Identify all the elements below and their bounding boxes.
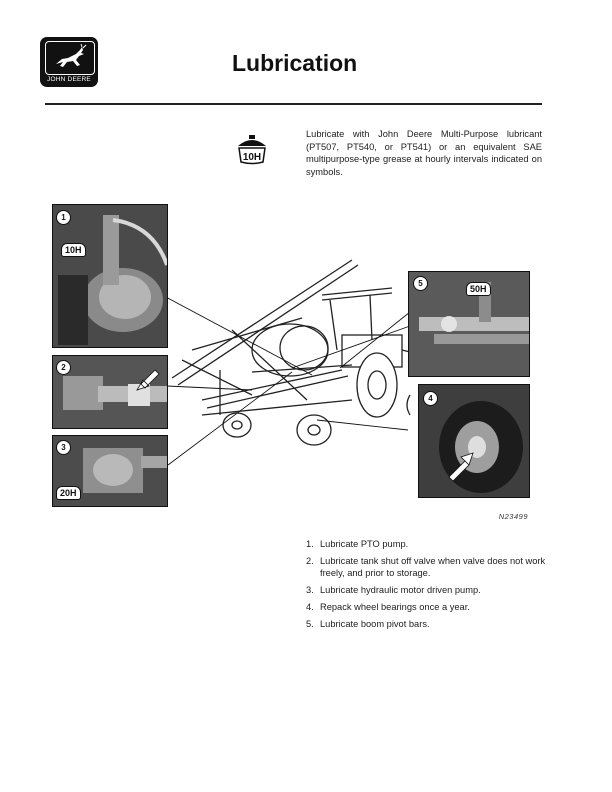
lubrication-steps-list: 1. Lubricate PTO pump. 2. Lubricate tank s… [306, 538, 546, 634]
step-number: 1. [306, 539, 314, 549]
page-title: Lubrication [232, 50, 358, 76]
interval-badge-3: 20H [56, 486, 81, 500]
list-item: 5. Lubricate boom pivot bars. [306, 618, 546, 631]
header-divider [45, 103, 542, 105]
step-text: Lubricate boom pivot bars. [320, 618, 430, 629]
figure-code: N23499 [498, 512, 528, 521]
intro-paragraph: Lubricate with John Deere Multi-Purpose … [306, 129, 542, 177]
callout-3: 3 [56, 440, 71, 455]
step-number: 4. [306, 601, 314, 612]
wheel-bearing-photo-art [419, 385, 529, 497]
shutoff-valve-photo-art [53, 356, 167, 428]
logo-brand-text: JOHN DEERE [47, 76, 91, 83]
callout-2: 2 [56, 360, 71, 375]
step-text: Lubricate tank shut off valve when valve… [320, 555, 546, 579]
list-item: 4. Repack wheel bearings once a year. [306, 601, 546, 614]
callout-5: 5 [413, 276, 428, 291]
step-number: 3. [306, 585, 314, 596]
callout-1: 1 [56, 210, 71, 225]
john-deere-logo: JOHN DEERE [40, 37, 98, 87]
interval-badge-5: 50H [466, 282, 491, 296]
step-text: Lubricate hydraulic motor driven pump. [320, 585, 481, 596]
list-item: 2. Lubricate tank shut off valve when val… [306, 555, 546, 580]
step-text: Repack wheel bearings once a year. [320, 601, 470, 612]
lubrication-points-figure: 1 10H 2 3 20H 5 50 [52, 200, 542, 525]
photo-pto-pump: 1 10H [52, 204, 168, 348]
sprayer-tractor-drawing [133, 259, 423, 466]
pto-pump-photo-art [53, 205, 167, 347]
photo-wheel-bearing: 4 [418, 384, 530, 498]
step-number: 5. [306, 618, 314, 629]
deer-emblem [45, 41, 95, 75]
interval-symbol-label: 10H [243, 152, 261, 163]
leaping-deer-icon [56, 43, 87, 67]
lubrication-interval-symbol: 10H [232, 132, 272, 168]
grease-gun-hours-icon: 10H [238, 135, 266, 165]
photo-hydraulic-motor-pump: 3 20H [52, 435, 168, 507]
list-item: 1. Lubricate PTO pump. [306, 538, 546, 551]
hydraulic-pump-photo-art [53, 436, 167, 506]
list-item: 3. Lubricate hydraulic motor driven pump. [306, 584, 546, 597]
photo-tank-shutoff-valve: 2 [52, 355, 168, 429]
step-number: 2. [306, 555, 314, 566]
callout-4: 4 [423, 391, 438, 406]
step-text: Lubricate PTO pump. [320, 539, 409, 549]
interval-badge-1: 10H [61, 243, 86, 257]
photo-boom-pivot-bars: 5 50H [408, 271, 530, 377]
